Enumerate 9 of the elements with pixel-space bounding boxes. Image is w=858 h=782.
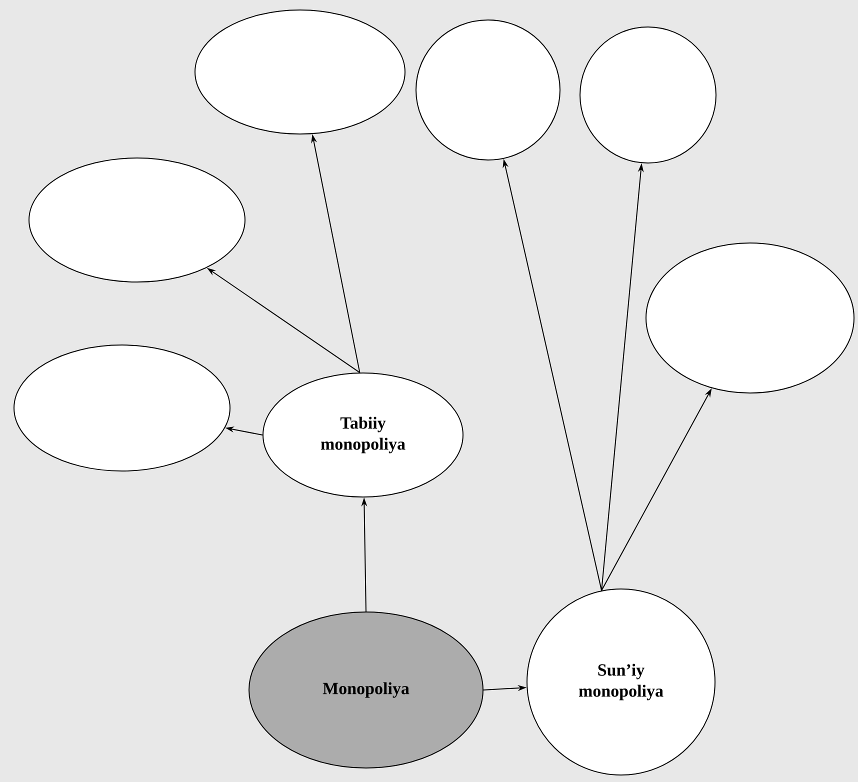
empty-ellipse <box>580 26 717 164</box>
empty-ellipse <box>416 20 560 160</box>
empty-ellipse <box>28 158 246 282</box>
empty-ellipse <box>14 344 230 472</box>
ellipse-node: Sun’iy monopoliya <box>526 588 716 776</box>
ellipse-node: Monopoliya <box>248 612 484 768</box>
empty-ellipse <box>646 242 854 394</box>
ellipse-node: Tabiiy monopoliya <box>262 372 464 498</box>
empty-ellipse <box>194 10 406 134</box>
